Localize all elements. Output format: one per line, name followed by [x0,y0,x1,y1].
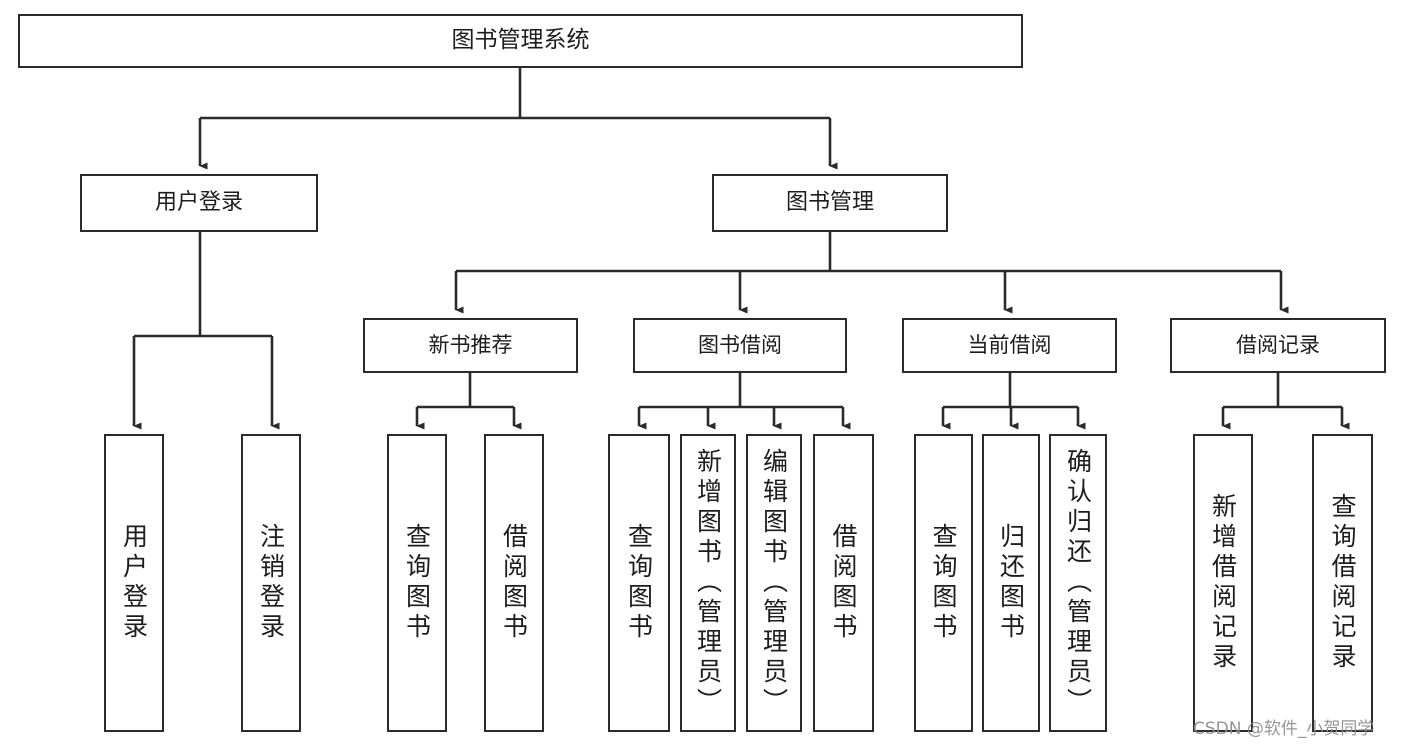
csdn-watermark: CSDN @软件_小贺同学 [1193,719,1375,739]
node-leaf-user-login[interactable]: 用户登录 [104,434,164,732]
node-user-login[interactable]: 用户登录 [80,174,318,232]
node-leaf-return-book[interactable]: 归还图书 [982,434,1040,732]
node-leaf-borrow-book-1[interactable]: 借阅图书 [484,434,544,732]
node-leaf-confirm-return-admin[interactable]: 确认归还（管理员） [1049,434,1107,732]
node-leaf-edit-book-admin[interactable]: 编辑图书（管理员） [746,434,802,732]
node-book-manage-label: 图书管理 [785,190,874,216]
node-leaf-query-book-1[interactable]: 查询图书 [387,434,447,732]
node-leaf-logout-login-label: 注销登录 [256,523,286,643]
node-user-login-label: 用户登录 [154,190,243,216]
node-current-borrow-label: 当前借阅 [967,333,1052,358]
node-leaf-logout-login[interactable]: 注销登录 [241,434,301,732]
node-leaf-edit-book-admin-label: 编辑图书（管理员） [759,448,789,718]
node-book-manage[interactable]: 图书管理 [712,174,948,232]
node-leaf-add-book-admin-label: 新增图书（管理员） [693,448,723,718]
node-root-label: 图书管理系统 [451,27,590,54]
node-root[interactable]: 图书管理系统 [18,14,1023,68]
node-leaf-user-login-label: 用户登录 [119,523,149,643]
node-borrow-record-label: 借阅记录 [1236,333,1320,358]
node-leaf-query-book-1-label: 查询图书 [402,523,432,643]
node-leaf-return-book-label: 归还图书 [996,523,1026,643]
node-new-book-recommend[interactable]: 新书推荐 [363,318,578,373]
node-book-borrow-label: 图书借阅 [698,333,782,358]
node-leaf-borrow-book-2[interactable]: 借阅图书 [813,434,874,732]
node-leaf-query-book-3[interactable]: 查询图书 [914,434,973,732]
node-new-book-recommend-label: 新书推荐 [428,333,513,358]
node-current-borrow[interactable]: 当前借阅 [902,318,1117,373]
node-leaf-query-book-2-label: 查询图书 [624,523,654,643]
node-leaf-add-book-admin[interactable]: 新增图书（管理员） [680,434,736,732]
node-leaf-borrow-book-2-label: 借阅图书 [829,523,858,643]
node-leaf-query-book-3-label: 查询图书 [929,523,958,643]
node-leaf-query-borrow-record-label: 查询借阅记录 [1328,493,1357,673]
node-borrow-record[interactable]: 借阅记录 [1170,318,1386,373]
node-leaf-query-book-2[interactable]: 查询图书 [608,434,670,732]
node-leaf-query-borrow-record[interactable]: 查询借阅记录 [1312,434,1373,732]
node-leaf-confirm-return-admin-label: 确认归还（管理员） [1063,448,1093,718]
node-leaf-add-borrow-record[interactable]: 新增借阅记录 [1193,434,1253,732]
node-leaf-borrow-book-1-label: 借阅图书 [499,523,529,643]
node-leaf-add-borrow-record-label: 新增借阅记录 [1208,493,1238,673]
node-book-borrow[interactable]: 图书借阅 [633,318,847,373]
